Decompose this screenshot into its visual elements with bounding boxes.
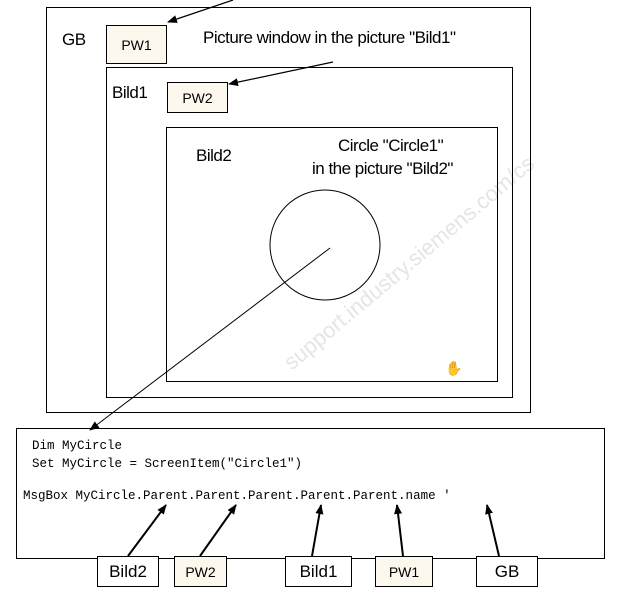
- arrow-bild2: [127, 504, 167, 557]
- arrow-pw2: [199, 504, 237, 557]
- parent-box-pw2: PW2: [174, 556, 227, 587]
- picture-gb-label: GB: [62, 30, 86, 49]
- pw2-annotation: Picture window in the picture "Bild1": [203, 28, 456, 47]
- arrow-gb: [485, 504, 500, 557]
- circle1-shape: [269, 189, 381, 301]
- parent-box-gb: GB: [476, 556, 538, 587]
- picture-bild2-label: Bild2: [196, 146, 232, 165]
- circle-caption-line1: Circle "Circle1": [338, 136, 444, 155]
- picture-bild2-frame: [166, 127, 498, 382]
- arrow-bild1: [311, 504, 324, 557]
- picture-window-pw1: PW1: [106, 25, 167, 64]
- arrow-to-pw2: [228, 61, 334, 87]
- picture-gb-frame: [46, 7, 531, 413]
- code-line-msgbox: MsgBox MyCircle.Parent.Parent.Parent.Par…: [23, 489, 451, 503]
- hand-cursor-icon: ✋: [445, 360, 463, 376]
- parent-box-pw1: PW1: [375, 556, 433, 587]
- arrow-circle-to-code: [89, 247, 331, 431]
- code-line-set: Set MyCircle = ScreenItem("Circle1"): [32, 457, 303, 471]
- circle-caption-line2: in the picture "Bild2": [312, 159, 453, 178]
- arrow-pw1: [394, 504, 404, 557]
- picture-window-pw2: PW2: [167, 82, 228, 113]
- parent-box-bild2: Bild2: [97, 556, 159, 587]
- arrow-to-pw1: [167, 0, 234, 23]
- parent-box-bild1: Bild1: [285, 556, 352, 587]
- code-line-dim: Dim MyCircle: [32, 439, 123, 453]
- picture-bild1-label: Bild1: [112, 83, 148, 102]
